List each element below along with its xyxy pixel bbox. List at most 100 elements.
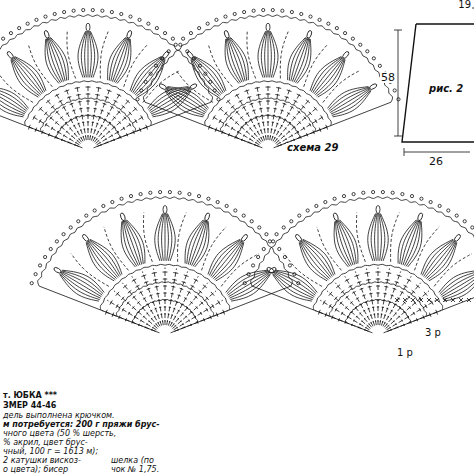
stitch-tick <box>285 97 289 99</box>
picot <box>44 255 47 258</box>
stitch-tick <box>111 135 112 137</box>
stitch-tick <box>123 285 127 288</box>
picot <box>139 192 142 195</box>
pineapple-top <box>43 30 49 39</box>
stitch-tick <box>72 136 73 137</box>
stitch-tick <box>103 136 104 137</box>
stitch-tick <box>156 293 159 295</box>
stitch-column <box>88 84 89 140</box>
stitch-tick <box>353 320 354 322</box>
stitch-tick <box>87 136 88 137</box>
pineapple-top <box>266 23 270 31</box>
picot <box>381 190 384 193</box>
stitch-tick <box>122 105 125 108</box>
pineapple-row <box>297 39 311 83</box>
stitch-tick <box>368 286 372 288</box>
stitch-tick <box>231 105 234 108</box>
stitch-tick <box>377 314 379 315</box>
picot <box>251 264 254 267</box>
stitch-tick <box>367 325 369 327</box>
stitch-tick <box>252 136 253 137</box>
picot <box>82 8 85 11</box>
stitch-tick <box>60 116 63 118</box>
stitch-tick <box>169 307 171 308</box>
pineapple-row <box>149 88 189 111</box>
pineapple-row <box>165 214 166 261</box>
pineapple-row <box>268 31 269 77</box>
stitch-tick <box>304 116 307 119</box>
picot <box>93 209 96 212</box>
pineapple-row <box>230 37 248 80</box>
dimension-line <box>404 148 470 156</box>
picot <box>140 89 143 92</box>
stitch-tick <box>380 321 381 322</box>
picot <box>69 226 72 229</box>
stitch-tick <box>391 295 394 296</box>
stitch-tick <box>196 306 198 309</box>
stitch-tick <box>231 127 233 130</box>
stitch-tick <box>78 123 80 125</box>
pineapple-row <box>50 38 67 81</box>
pineapple-row <box>329 88 369 111</box>
stitch-tick <box>164 314 166 315</box>
stitch-tick <box>275 94 279 96</box>
stitch-tick <box>276 138 278 140</box>
stitch-tick <box>155 323 157 325</box>
stitch-tick <box>84 129 86 130</box>
picot <box>174 43 177 46</box>
chain-loop <box>104 227 129 270</box>
picot <box>35 18 38 21</box>
picot <box>447 209 450 212</box>
stitch-tick <box>78 101 82 103</box>
pineapple-top <box>126 30 132 39</box>
stitch-tick <box>96 87 101 89</box>
stitch-tick <box>99 142 101 144</box>
picot <box>401 192 404 195</box>
stitch-tick <box>235 121 237 124</box>
picot <box>262 247 265 250</box>
stitch-tick <box>259 108 262 110</box>
stitch-tick <box>384 286 388 288</box>
stitch-tick <box>149 295 152 296</box>
stitch-tick <box>173 308 175 310</box>
stitch-tick <box>264 129 266 130</box>
stitch-tick <box>163 279 167 280</box>
stitch-tick <box>293 116 296 118</box>
skirt-sketch <box>394 8 474 156</box>
stitch-tick <box>278 131 279 133</box>
pineapple-row <box>405 221 420 266</box>
stitch-column <box>378 268 379 326</box>
pineapple-row <box>90 31 95 77</box>
stitch-tick <box>172 279 176 281</box>
figure-caption: схема 29 <box>286 143 339 153</box>
stitch-tick <box>78 138 80 140</box>
stitch-tick <box>73 125 75 126</box>
stitch-tick <box>141 115 144 119</box>
stitch-tick <box>105 97 109 99</box>
stitch-column <box>96 107 138 144</box>
row-marks <box>395 298 471 302</box>
stitch-tick <box>365 327 367 329</box>
pineapple-row <box>192 221 207 266</box>
picot <box>327 22 330 25</box>
stitch-tick <box>180 288 184 289</box>
stitch-tick <box>141 275 146 277</box>
stitch-tick <box>369 293 372 295</box>
stitch-tick <box>246 113 249 115</box>
pineapple-row <box>88 31 89 77</box>
stitch-tick <box>287 113 290 115</box>
picot <box>300 12 303 15</box>
stitch-tick <box>356 316 357 318</box>
stitch-tick <box>45 123 47 126</box>
picot <box>250 220 253 223</box>
pineapple-row <box>440 271 474 294</box>
stitch-tick <box>373 321 374 322</box>
picot <box>129 194 132 197</box>
stitch-tick <box>143 298 146 300</box>
stitch-tick <box>382 321 383 322</box>
stitch-tick <box>101 133 102 134</box>
stitch-tick <box>367 316 368 318</box>
pineapple-top <box>120 212 126 221</box>
stitch-tick <box>59 100 63 102</box>
